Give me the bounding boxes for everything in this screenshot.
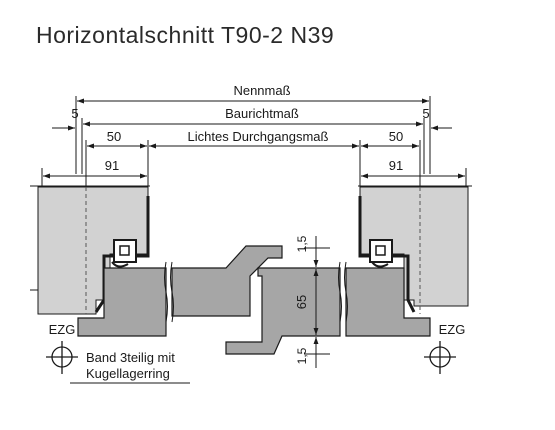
door-leaf-left — [77, 245, 283, 337]
dimension-lines — [41, 96, 467, 368]
label-ezg-right: EZG — [439, 322, 466, 337]
door-leaf-right — [225, 261, 431, 355]
drawing-title: Horizontalschnitt T90-2 N39 — [36, 22, 335, 48]
dim-left-offset: 5 — [71, 106, 78, 121]
hinge-label-line1: Band 3teilig mit — [86, 350, 175, 365]
frame-right — [358, 186, 469, 314]
dim-gap-bottom: 1,5 — [295, 347, 309, 364]
dim-lichtes: Lichtes Durchgangsmaß — [188, 129, 329, 144]
hinge-axis-left-icon — [46, 341, 78, 374]
hinge-axis-right-icon — [424, 341, 456, 374]
dim-nennmass: Nennmaß — [233, 83, 290, 98]
dim-leaf-thickness: 65 — [294, 295, 309, 309]
dim-right-offset: 5 — [422, 106, 429, 121]
dim-left-50: 50 — [107, 129, 121, 144]
dim-left-91: 91 — [105, 158, 119, 173]
dim-right-50: 50 — [389, 129, 403, 144]
hinge-label-line2: Kugellagerring — [86, 366, 170, 381]
dim-baurichtmass: Baurichtmaß — [225, 106, 299, 121]
dim-gap-top: 1,5 — [295, 235, 309, 252]
label-ezg-left: EZG — [49, 322, 76, 337]
dim-right-91: 91 — [389, 158, 403, 173]
